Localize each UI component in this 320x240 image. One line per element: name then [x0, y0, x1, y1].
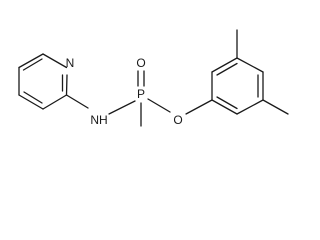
bond [42, 94, 68, 110]
bond [185, 99, 213, 115]
bond [108, 100, 136, 115]
bond-methyl [262, 99, 289, 115]
double-bond-inner [216, 62, 238, 76]
pyridine-ring [18, 53, 68, 110]
bond [18, 94, 44, 110]
double-bond-inner [216, 96, 238, 110]
bond [42, 53, 68, 69]
bond [147, 98, 171, 113]
bond [236, 99, 264, 115]
atom-o-ester: O [173, 113, 182, 127]
bond [18, 53, 44, 69]
bond [65, 74, 68, 96]
double-bond-inner [22, 58, 43, 71]
atom-o-double: O [136, 56, 145, 70]
aryl-ring [211, 57, 264, 115]
bond [65, 94, 89, 109]
bond [211, 99, 238, 115]
double-bond-inner [23, 91, 43, 104]
bond [211, 57, 238, 73]
structure-diagram: N NH P O O [18, 29, 289, 127]
atom-nh: NH [90, 113, 107, 127]
atom-p: P [137, 87, 145, 101]
bond [236, 57, 264, 73]
atom-n-pyridine: N [66, 56, 75, 70]
